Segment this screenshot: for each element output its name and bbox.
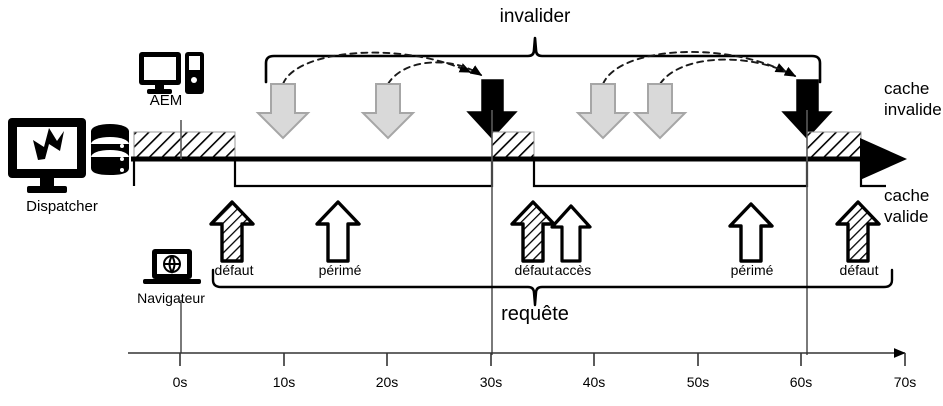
request-arrow-defaut-65s[interactable] <box>835 200 881 263</box>
time-axis <box>128 348 906 366</box>
time-tick-20s: 20s <box>375 374 399 390</box>
requete-label: requête <box>501 303 569 325</box>
request-arrow-defaut-5s[interactable] <box>209 200 255 263</box>
time-tick-70s: 70s <box>893 374 917 390</box>
invalider-brace <box>264 36 822 84</box>
time-tick-0s: 0s <box>172 374 188 390</box>
cache-invalide-label-line1: cache <box>884 79 930 98</box>
actor-label-aem: AEM <box>149 92 183 109</box>
request-arrow-acces-38s[interactable] <box>550 204 592 263</box>
time-tick-10s: 10s <box>272 374 296 390</box>
time-tick-50s: 50s <box>686 374 710 390</box>
request-label-perime-15s: périmé <box>318 262 362 278</box>
invalidation-arrow-grey-41s[interactable] <box>575 83 631 140</box>
time-tick-60s: 60s <box>789 374 813 390</box>
request-label-acces-38s: accès <box>554 262 592 278</box>
requete-brace <box>211 268 894 307</box>
request-arrow-perime-15s[interactable] <box>315 200 361 263</box>
actor-label-navigateur: Navigateur <box>137 290 205 306</box>
actor-label-dispatcher: Dispatcher <box>26 198 98 215</box>
invalidation-arrow-black-30s[interactable] <box>466 79 518 140</box>
invalidation-dashed-links <box>282 51 797 85</box>
laptop-globe-icon <box>143 249 201 284</box>
lifelines <box>180 110 808 355</box>
cache-valid-step-line <box>132 160 886 188</box>
desktop-tower-icon <box>139 52 204 94</box>
invalider-label: invalider <box>499 6 571 27</box>
cache-valide-label-line1: cache <box>884 186 930 205</box>
time-tick-40s: 40s <box>582 374 606 390</box>
cache-invalid-block-1 <box>133 131 236 160</box>
monitor-database-icon <box>8 118 129 193</box>
request-label-perime-55s: périmé <box>730 262 774 278</box>
request-label-defaut-65s: défaut <box>839 262 879 278</box>
time-tick-30s: 30s <box>479 374 503 390</box>
cache-invalide-label-line2: invalide <box>884 100 942 119</box>
request-arrow-defaut-34s[interactable] <box>510 200 556 263</box>
cache-invalid-block-3 <box>806 131 862 160</box>
cache-invalid-block-2 <box>491 131 535 160</box>
invalidation-arrow-black-60s[interactable] <box>781 79 833 140</box>
invalidation-arrow-grey-46s[interactable] <box>632 83 688 140</box>
request-label-defaut-34s: défaut <box>514 262 554 278</box>
invalidation-arrow-grey-10s[interactable] <box>255 83 311 140</box>
invalidation-arrow-grey-20s[interactable] <box>360 83 416 140</box>
request-label-defaut-5s: défaut <box>214 262 254 278</box>
cache-valide-label-line2: valide <box>884 207 929 226</box>
request-arrow-perime-55s[interactable] <box>728 202 774 263</box>
